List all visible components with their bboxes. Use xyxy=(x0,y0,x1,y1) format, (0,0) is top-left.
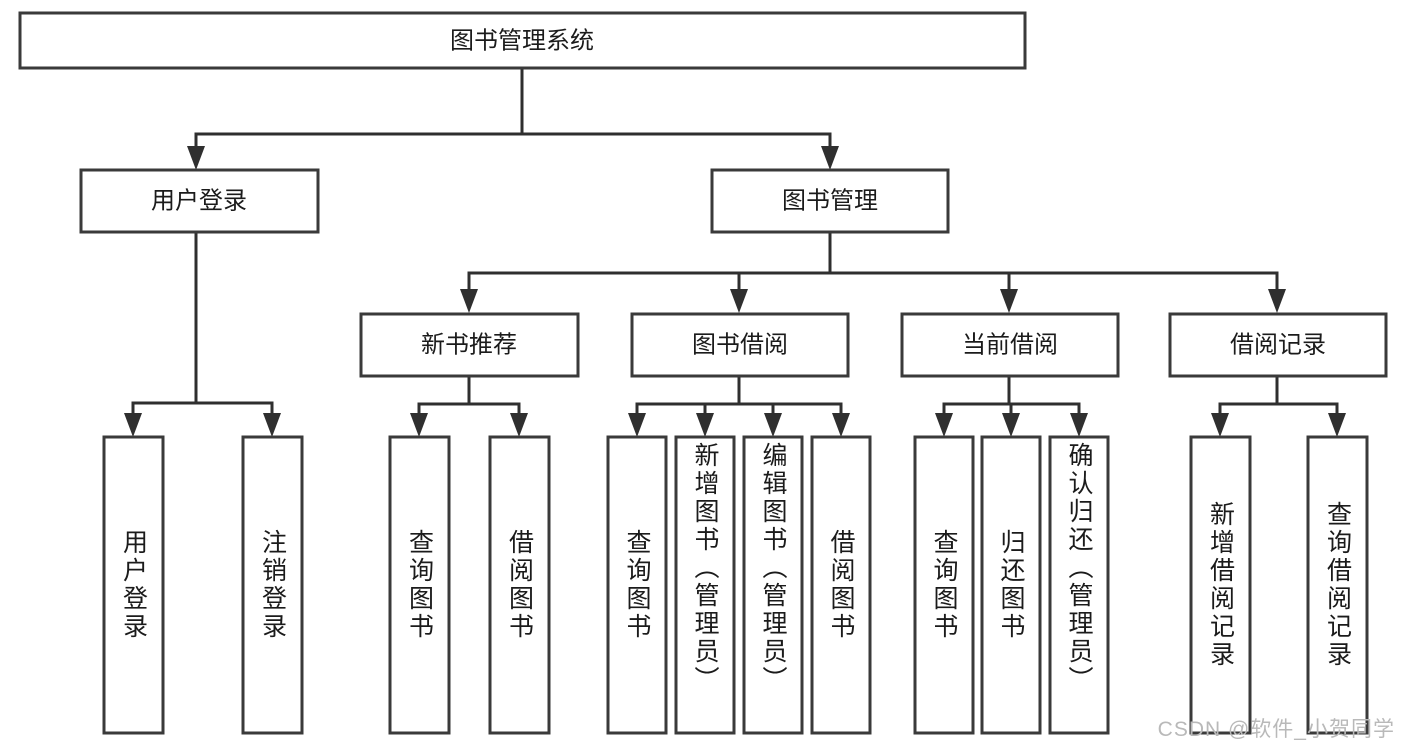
arrowhead-leaf-newbook-2 xyxy=(510,413,528,437)
leaf-boxes-current-borrow xyxy=(913,435,1110,735)
leaf-boxes-user-login xyxy=(102,435,304,735)
arrowhead-borrowrecord xyxy=(1268,289,1286,313)
connector-group-userlogin xyxy=(124,230,281,437)
leaf-box-user-login-1[interactable] xyxy=(102,435,165,735)
node-book-borrow-box[interactable] xyxy=(630,312,850,378)
arrowhead-leaf-borrowrecord-1 xyxy=(1211,413,1229,437)
node-root-box[interactable] xyxy=(18,11,1027,70)
arrowhead-leaf-currentborrow-3 xyxy=(1070,413,1088,437)
connector-group-root xyxy=(187,66,839,170)
node-user-login-label: 用户登录 xyxy=(151,187,247,214)
leaf-boxes-new-book-recommend xyxy=(388,435,551,735)
node-user-login-box[interactable] xyxy=(79,168,320,234)
leaf-box-currentborrow-3[interactable] xyxy=(1048,435,1110,735)
arrowhead-bookmgmt xyxy=(821,146,839,170)
arrowhead-leaf-bookborrow-4 xyxy=(832,413,850,437)
arrowhead-leaf-currentborrow-2 xyxy=(1002,413,1020,437)
node-book-borrow[interactable]: 图书借阅 xyxy=(630,312,850,378)
arrowhead-leaf-currentborrow-1 xyxy=(935,413,953,437)
leaf-box-borrowrecord-1[interactable] xyxy=(1189,435,1252,735)
node-current-borrow[interactable]: 当前借阅 xyxy=(900,312,1120,378)
arrowhead-leaf-bookborrow-1 xyxy=(628,413,646,437)
node-new-book-recommend-label: 新书推荐 xyxy=(421,331,517,358)
csdn-watermark: CSDN @软件_小贺同学 xyxy=(1157,718,1395,741)
leaf-boxes-book-borrow xyxy=(606,435,872,735)
node-root[interactable]: 图书管理系统 xyxy=(18,11,1027,70)
connector-group-currentborrow xyxy=(935,374,1088,437)
leaf-box-bookborrow-4[interactable] xyxy=(810,435,872,735)
leaf-box-newbook-1[interactable] xyxy=(388,435,451,735)
leaf-box-newbook-2[interactable] xyxy=(488,435,551,735)
leaf-box-bookborrow-2[interactable] xyxy=(674,435,736,735)
leaf-box-user-login-2[interactable] xyxy=(241,435,304,735)
arrowhead-currentborrow xyxy=(1000,289,1018,313)
arrowhead-userlogin xyxy=(187,146,205,170)
arrowhead-leaf-newbook-1 xyxy=(410,413,428,437)
arrowhead-leaf-user-login-1 xyxy=(124,413,142,437)
arrowhead-leaf-bookborrow-2 xyxy=(696,413,714,437)
node-current-borrow-label: 当前借阅 xyxy=(962,331,1058,358)
node-new-book-recommend[interactable]: 新书推荐 xyxy=(359,312,580,378)
leaf-box-currentborrow-1[interactable] xyxy=(913,435,975,735)
node-book-borrow-label: 图书借阅 xyxy=(692,331,788,358)
node-root-label: 图书管理系统 xyxy=(450,27,594,54)
node-user-login[interactable]: 用户登录 xyxy=(79,168,320,234)
connector-group-bookmgmt xyxy=(460,230,1286,313)
connector-group-borrowrecord xyxy=(1211,374,1346,437)
node-book-management-label: 图书管理 xyxy=(782,187,878,214)
arrowhead-leaf-user-login-2 xyxy=(263,413,281,437)
arrowhead-bookborrow xyxy=(730,289,748,313)
arrowhead-newbook xyxy=(460,289,478,313)
leaf-box-borrowrecord-2[interactable] xyxy=(1306,435,1369,735)
node-new-book-recommend-box[interactable] xyxy=(359,312,580,378)
leaf-boxes-borrow-record xyxy=(1189,435,1369,735)
node-borrow-record-label: 借阅记录 xyxy=(1230,331,1326,358)
node-borrow-record-box[interactable] xyxy=(1168,312,1388,378)
leaf-box-currentborrow-2[interactable] xyxy=(980,435,1042,735)
leaf-box-bookborrow-3[interactable] xyxy=(742,435,804,735)
node-book-management-box[interactable] xyxy=(710,168,950,234)
node-current-borrow-box[interactable] xyxy=(900,312,1120,378)
node-borrow-record[interactable]: 借阅记录 xyxy=(1168,312,1388,378)
connector-group-newbook xyxy=(410,374,528,437)
leaf-box-bookborrow-1[interactable] xyxy=(606,435,668,735)
arrowhead-leaf-bookborrow-3 xyxy=(764,413,782,437)
node-book-management[interactable]: 图书管理 xyxy=(710,168,950,234)
arrowhead-leaf-borrowrecord-2 xyxy=(1328,413,1346,437)
connector-group-bookborrow xyxy=(628,374,850,437)
